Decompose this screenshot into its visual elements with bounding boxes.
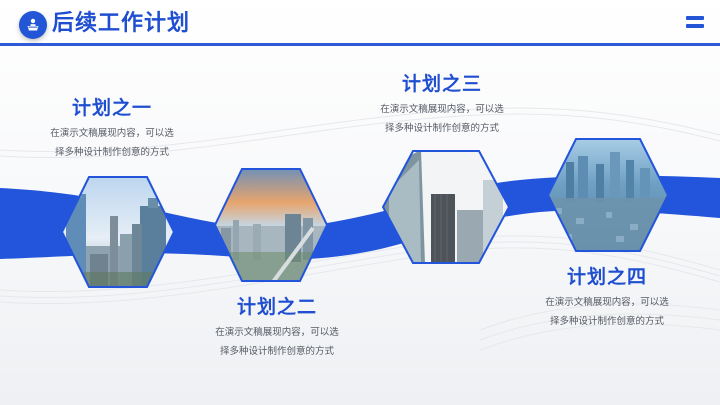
plan-2-desc-line1: 在演示文稿展现内容，可以选 <box>215 327 339 338</box>
plan-2-title: 计划之二 <box>236 296 317 318</box>
plan-4-image <box>546 138 670 252</box>
plan-3: 计划之三 在演示文稿展现内容，可以选 择多种设计制作创意的方式 <box>362 72 522 138</box>
page-title: 后续工作计划 <box>52 11 191 36</box>
plan-2-desc-line2: 择多种设计制作创意的方式 <box>219 345 334 357</box>
plan-1-title: 计划之一 <box>71 97 152 119</box>
plan-2-desc: 在演示文稿展现内容，可以选 择多种设计制作创意的方式 <box>197 324 357 361</box>
plan-1-desc-line1: 在演示文稿展现内容，可以选 <box>50 128 174 139</box>
header-divider <box>0 43 720 46</box>
plan-4-desc-line1: 在演示文稿展现内容，可以选 <box>545 297 669 308</box>
plan-1-desc-line2: 择多种设计制作创意的方式 <box>54 146 169 158</box>
plan-3-desc-line2: 择多种设计制作创意的方式 <box>384 122 499 134</box>
plan-3-image <box>381 150 511 264</box>
plan-3-desc-line1: 在演示文稿展现内容，可以选 <box>380 104 504 115</box>
plan-4-desc-line2: 择多种设计制作创意的方式 <box>549 315 664 327</box>
plan-4-title: 计划之四 <box>566 266 647 288</box>
menu-icon[interactable] <box>686 16 704 29</box>
plan-4-desc: 在演示文稿展现内容，可以选 择多种设计制作创意的方式 <box>527 294 687 331</box>
plan-1-image <box>60 176 176 288</box>
plan-1-desc: 在演示文稿展现内容，可以选 择多种设计制作创意的方式 <box>32 125 192 162</box>
menu-bar-bottom <box>686 24 704 28</box>
plan-3-title: 计划之三 <box>401 73 482 95</box>
presenter-icon <box>19 11 47 39</box>
plan-4: 计划之四 在演示文稿展现内容，可以选 择多种设计制作创意的方式 <box>527 265 687 331</box>
plan-2: 计划之二 在演示文稿展现内容，可以选 择多种设计制作创意的方式 <box>197 295 357 361</box>
plan-1: 计划之一 在演示文稿展现内容，可以选 择多种设计制作创意的方式 <box>32 96 192 162</box>
plan-2-image <box>213 168 329 282</box>
menu-bar-top <box>686 16 704 20</box>
plan-3-desc: 在演示文稿展现内容，可以选 择多种设计制作创意的方式 <box>362 101 522 138</box>
